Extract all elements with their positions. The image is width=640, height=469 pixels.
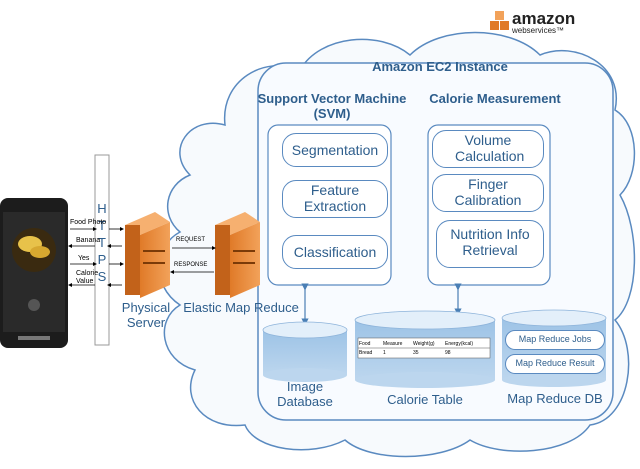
aws-cubes-icon: [490, 11, 512, 35]
https-label: H T T P S: [97, 201, 107, 284]
elastic-map-reduce-server-icon: [215, 212, 260, 298]
physical-server-icon: [125, 212, 170, 298]
response-label: RESPONSE: [174, 262, 208, 268]
amazon-web-services-logo: amazon webservices™: [490, 10, 585, 35]
nutrition-info-retrieval-box: Nutrition Info Retrieval: [436, 220, 544, 268]
msg-yes: Yes: [78, 255, 90, 262]
request-label: REQUEST: [176, 237, 206, 243]
msg-food-photo: Food Photo: [70, 219, 107, 226]
map-reduce-jobs-box: Map Reduce Jobs: [505, 330, 605, 350]
smartphone-icon: [0, 198, 68, 348]
segmentation-box: Segmentation: [282, 133, 388, 167]
msg-calorie-value: Calorie Value: [76, 270, 99, 286]
finger-calibration-box: Finger Calibration: [432, 174, 544, 212]
image-database-label: Image Database: [277, 379, 333, 409]
emr-label: Elastic Map Reduce: [183, 300, 299, 315]
map-reduce-result-box: Map Reduce Result: [505, 354, 605, 374]
svm-title: Support Vector Machine (SVM): [257, 91, 407, 121]
feature-extraction-box: Feature Extraction: [282, 180, 388, 218]
classification-box: Classification: [282, 235, 388, 269]
calorie-title: Calorie Measurement: [429, 91, 561, 106]
calorie-table-cylinder: [354, 310, 496, 388]
volume-calculation-box: Volume Calculation: [432, 130, 544, 168]
msg-banana: Banana: [76, 237, 101, 244]
webservices-wordmark: webservices: [512, 26, 557, 35]
physical-server-label: Physical Server: [121, 300, 171, 330]
https-bar: [94, 154, 110, 346]
image-database-cylinder: [262, 321, 348, 382]
map-reduce-db-label: Map Reduce DB: [507, 391, 603, 406]
amazon-wordmark: amazon: [512, 9, 576, 28]
calorie-table-data: Food Measure Weight(g) Energy(kcal) Brea…: [359, 340, 474, 356]
calorie-table-label: Calorie Table: [387, 392, 463, 407]
ec2-title: Amazon EC2 Instance: [372, 59, 508, 74]
